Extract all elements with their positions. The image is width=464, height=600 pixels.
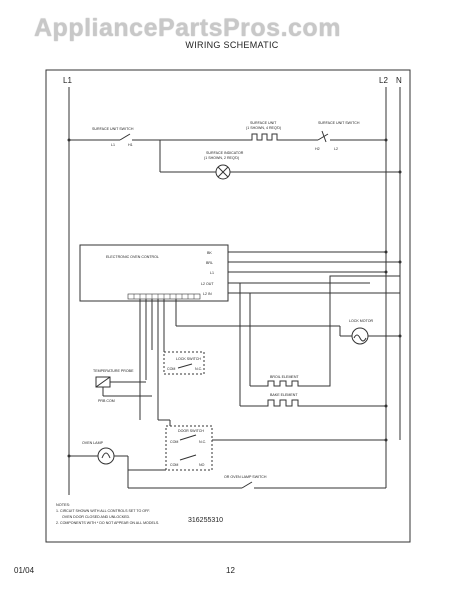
lock-motor [351,327,369,345]
notes-heading: NOTES: [56,503,70,507]
footer-date: 01/04 [14,566,35,575]
door-switch-title: DOOR SWITCH [178,429,204,433]
schematic-frame [45,69,411,543]
lock-motor-label: LOCK MOTOR [349,319,373,323]
surface-switch-left-t2: H1 [128,143,133,147]
door-switch-no: NO [199,463,205,467]
door-switch-nc: N.C. [199,440,206,444]
oven-lamp-switch-label: OR OVEN LAMP SWITCH [224,475,267,479]
bake-element-label: BAKE ELEMENT [270,393,298,397]
control-terminal-l1: L1 [210,271,214,275]
temp-probe-ground: PRB COM [98,399,115,403]
surface-switch-right-t1: H2 [315,147,320,151]
surface-unit-subtitle: (1 SHOWN, 4 REQ'D) [246,126,281,130]
control-terminal-l2-in: L2 IN [203,292,212,296]
control-connector [127,293,201,300]
door-switch [165,425,213,471]
lock-switch-com: COM [167,367,175,371]
oven-lamp [97,447,115,465]
oven-control-title: ELECTRONIC OVEN CONTROL [106,255,159,259]
watermark-logo: AppliancePartsPros.com [34,14,341,42]
surface-switch-left-title: SURFACE UNIT SWITCH [92,127,134,131]
sheet-title: WIRING SCHEMATIC [185,40,279,50]
control-terminal-l2-out: L2 OUT [201,282,214,286]
footer-page-number: 12 [226,566,235,575]
lock-switch-title: LOCK SWITCH [176,357,201,361]
lock-switch-nc: N.C. [195,367,202,371]
broil-element [250,275,400,387]
surface-unit-element [250,133,285,141]
control-terminal-bk: BK [207,251,212,255]
n-label: N [396,76,402,85]
temp-probe-title: TEMPERATURE PROBE [93,369,134,373]
surface-switch-left-t1: L1 [111,143,115,147]
oven-control-box [79,244,229,302]
notes-line-3: 2. COMPONENTS WITH * DO NOT APPEAR ON AL… [56,521,159,525]
bake-element [240,399,386,407]
l2-label: L2 [379,76,388,85]
surface-unit-title: SURFACE UNIT [250,121,277,125]
part-number: 316255310 [188,517,223,524]
surface-indicator-title: SURFACE INDICATOR [206,151,244,155]
l1-label: L1 [63,76,72,85]
lock-switch [163,351,205,375]
broil-element-label: BROIL ELEMENT [270,375,299,379]
oven-lamp-label: OVEN LAMP [82,441,104,445]
door-switch-com2: COM [170,463,178,467]
door-switch-com1: COM [170,440,178,444]
notes-line-1: 1. CIRCUIT SHOWN WITH ALL CONTROLS SET T… [56,509,150,513]
surface-indicator-subtitle: (1 SHOWN, 2 REQ'D) [204,156,239,160]
control-terminal-brl: BRL [206,261,213,265]
notes-line-2: OVEN DOOR CLOSED AND UNLOCKED. [62,515,130,519]
surface-switch-right-t2: L2 [334,147,338,151]
surface-switch-right-title: SURFACE UNIT SWITCH [318,121,360,125]
